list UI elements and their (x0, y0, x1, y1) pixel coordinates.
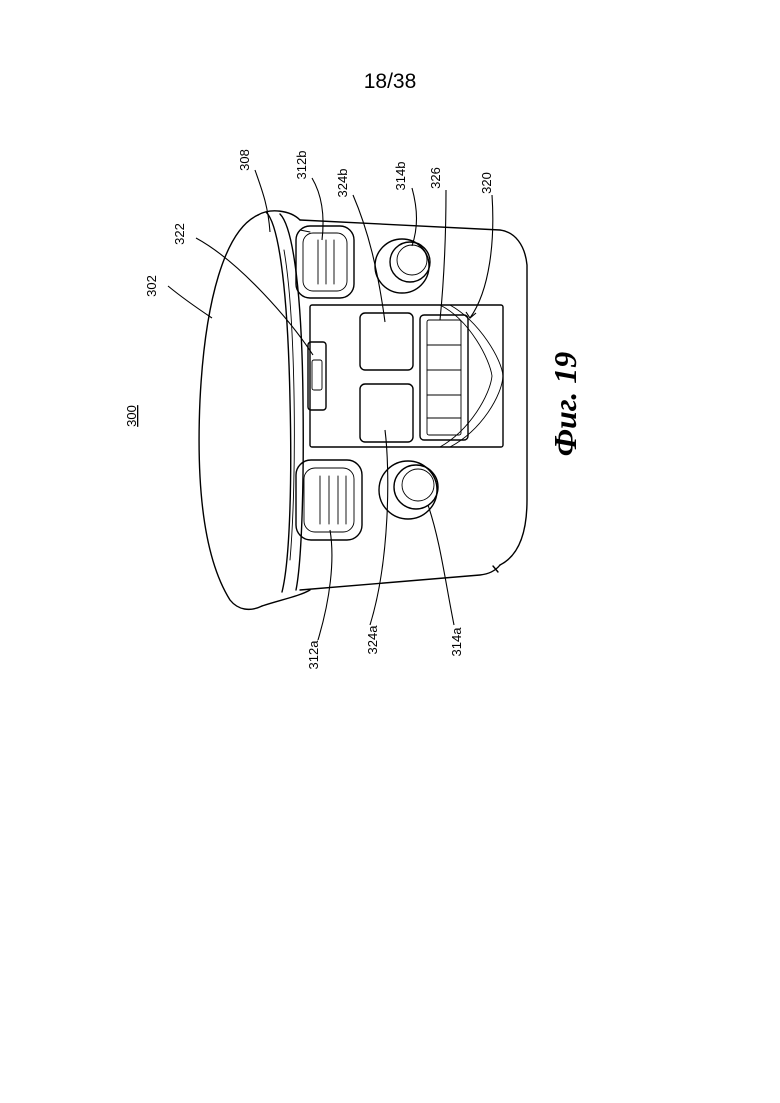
figure-caption: Фиг. 19 (547, 352, 583, 456)
label-322: 322 (172, 223, 187, 245)
button-strip-326 (420, 315, 468, 440)
label-312a: 312a (306, 640, 321, 670)
label-308: 308 (237, 149, 252, 171)
handle-312b (296, 226, 354, 298)
lid-302 (199, 211, 310, 610)
label-320: 320 (479, 172, 494, 194)
label-312b: 312b (294, 151, 309, 180)
knob-314b (375, 239, 430, 293)
label-324b: 324b (335, 169, 350, 198)
leader-lines (168, 170, 493, 640)
label-324a: 324a (365, 625, 380, 655)
label-314a: 314a (449, 627, 464, 657)
label-326: 326 (428, 167, 443, 189)
handle-312a (296, 460, 362, 540)
label-314b: 314b (393, 162, 408, 191)
control-panel-320 (310, 305, 503, 447)
display-324a (360, 384, 413, 442)
label-302: 302 (144, 275, 159, 297)
display-324b (360, 313, 413, 370)
label-300: 300 (124, 405, 139, 427)
